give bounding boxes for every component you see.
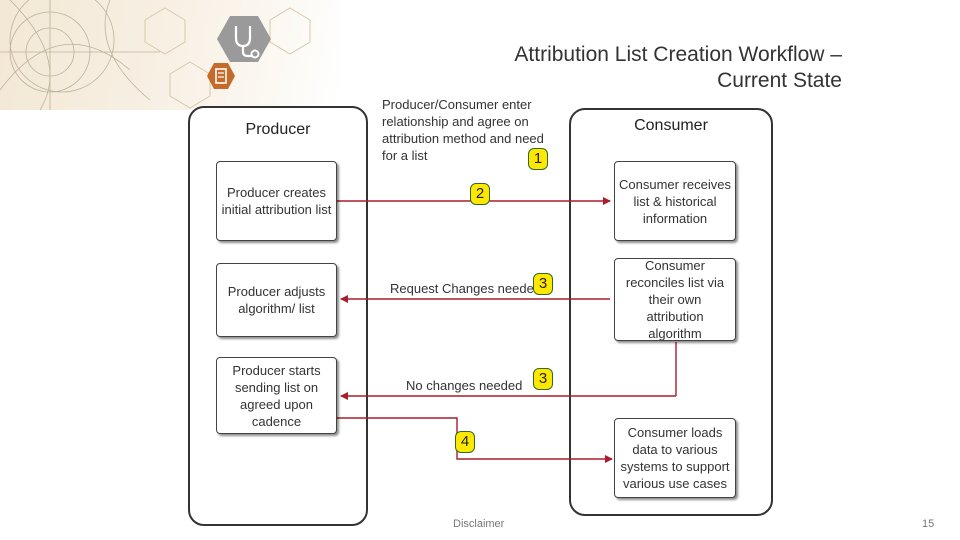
consumer-step-load-text: Consumer loads data to various systems t… [620,425,730,491]
producer-step-create-list-text: Producer creates initial attribution lis… [221,185,332,217]
producer-step-adjust-text: Producer adjusts algorithm/ list [227,284,326,316]
step-badge-2: 2 [470,183,490,205]
consumer-step-reconcile-text: Consumer reconciles list via their own a… [625,258,725,341]
consumer-lane-title: Consumer [634,117,708,134]
consumer-step-load: Consumer loads data to various systems t… [614,418,736,498]
consumer-step-reconcile: Consumer reconciles list via their own a… [614,258,736,341]
producer-step-adjust: Producer adjusts algorithm/ list [216,263,337,337]
slide-title-line-1: Attribution List Creation Workflow – [514,43,842,66]
consumer-step-receive-text: Consumer receives list & historical info… [619,176,731,226]
page-number: 15 [922,518,935,530]
footer-disclaimer[interactable]: Disclaimer [453,518,505,530]
step-badge-4: 4 [455,431,475,453]
producer-step-create-list: Producer creates initial attribution lis… [216,161,337,241]
producer-lane-title: Producer [245,121,311,138]
producer-step-start-sending: Producer starts sending list on agreed u… [216,357,337,434]
step-badge-3-request: 3 [533,273,553,295]
slide-title: Attribution List Creation Workflow – Cur… [322,42,842,94]
note-agree: Producer/Consumer enter relationship and… [382,97,544,163]
clipboard-icon [207,63,235,89]
step-badge-1: 1 [528,148,548,170]
header-decoration [0,0,340,110]
note-no-changes: No changes needed [406,378,523,393]
step-badge-3-no-changes: 3 [533,368,553,390]
consumer-step-receive: Consumer receives list & historical info… [614,161,736,241]
producer-step-start-sending-text: Producer starts sending list on agreed u… [232,362,321,429]
note-request-changes: Request Changes needed [390,281,536,296]
slide-title-line-2: Current State [717,69,842,92]
stethoscope-icon [217,16,271,62]
